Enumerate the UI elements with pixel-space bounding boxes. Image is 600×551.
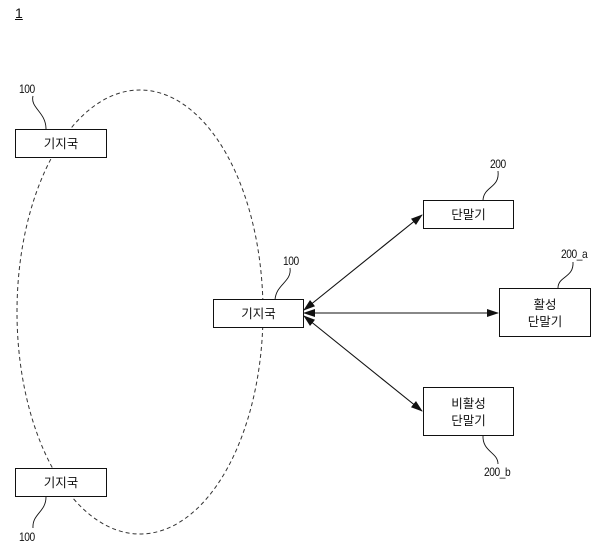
leader-terminal: [482, 170, 499, 201]
leader-active-terminal: [557, 261, 574, 289]
base-station-bottom-label: 기지국: [43, 475, 79, 490]
leader-inactive-terminal: [482, 434, 499, 465]
base-station-top-label: 기지국: [43, 136, 79, 151]
ref-label-bs-top: 100: [19, 82, 35, 96]
terminal[interactable]: 단말기: [423, 200, 514, 229]
link-bs-inactive-terminal: [303, 315, 423, 412]
ref-label-terminal: 200: [490, 157, 506, 171]
figure-number: 1: [15, 5, 23, 21]
inactive-terminal-label-line2: 단말기: [451, 412, 486, 428]
inactive-terminal[interactable]: 비활성 단말기: [423, 387, 514, 436]
ref-label-active-terminal: 200_a: [561, 247, 588, 261]
terminal-label: 단말기: [451, 207, 486, 222]
active-terminal[interactable]: 활성 단말기: [499, 288, 591, 337]
base-station-center-label: 기지국: [241, 306, 276, 321]
ref-label-inactive-terminal: 200_b: [484, 465, 511, 479]
link-bs-terminal: [303, 214, 423, 311]
base-station-bottom[interactable]: 기지국: [15, 468, 107, 497]
leader-bs-bottom: [32, 496, 47, 529]
inactive-terminal-label-line1: 비활성: [451, 395, 486, 411]
ref-label-bs-bottom: 100: [19, 530, 35, 544]
active-terminal-label-line2: 단말기: [527, 313, 563, 329]
leader-bs-top: [32, 95, 47, 130]
leader-bs-center: [274, 267, 291, 301]
ref-label-bs-center: 100: [283, 254, 299, 268]
base-station-top[interactable]: 기지국: [15, 129, 107, 158]
base-station-center[interactable]: 기지국: [213, 299, 304, 328]
active-terminal-label-line1: 활성: [533, 296, 557, 312]
